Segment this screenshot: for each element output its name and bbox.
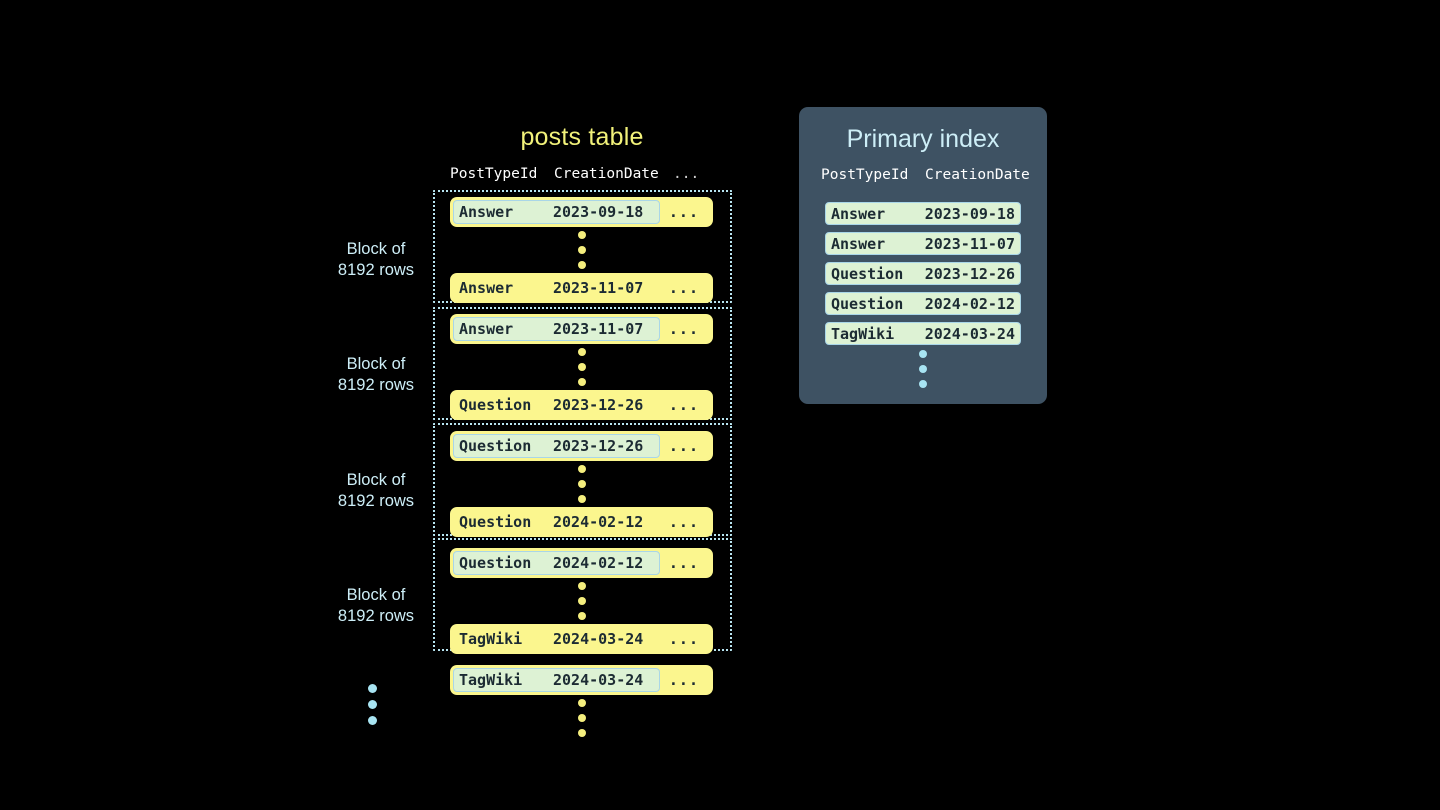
cell-posttypeid: Answer <box>459 320 514 338</box>
block-label-3-line2: 8192 rows <box>337 492 415 510</box>
index-row[interactable]: Question 2023-12-26 <box>825 262 1021 285</box>
cell-posttypeid: Question <box>459 513 532 531</box>
cell-more: ... <box>668 630 699 648</box>
block-label-4-line1: Block of <box>346 586 406 604</box>
block-label-2: Block of 8192 rows <box>301 354 451 396</box>
cell-creationdate: 2024-03-24 <box>553 630 644 648</box>
cell-creationdate: 2023-11-07 <box>553 320 644 338</box>
cell-posttypeid: Question <box>459 396 532 414</box>
primary-index-panel: Primary index PostTypeId CreationDate An… <box>799 107 1047 404</box>
block-label-1: Block of 8192 rows <box>301 239 451 281</box>
cell-posttypeid: Question <box>459 437 532 455</box>
table-row[interactable]: Question 2023-12-26 ... <box>450 431 713 461</box>
primary-index-column-headers: PostTypeId CreationDate <box>821 167 1031 183</box>
block-label-4: Block of 8192 rows <box>301 585 451 627</box>
cell-more: ... <box>668 203 699 221</box>
cell-posttypeid: Answer <box>831 204 886 223</box>
table-row[interactable]: Question 2023-12-26 ... <box>450 390 713 420</box>
cell-more: ... <box>668 320 699 338</box>
cell-creationdate: 2024-02-12 <box>553 554 644 572</box>
primary-index-title: Primary index <box>846 125 1000 153</box>
cell-posttypeid: Answer <box>831 234 886 253</box>
row-highlight-box: TagWiki 2024-03-24 <box>453 668 660 692</box>
cell-more: ... <box>668 437 699 455</box>
cell-posttypeid: Answer <box>459 279 514 297</box>
cell-creationdate: 2024-02-12 <box>924 294 1015 313</box>
block-label-2-line2: 8192 rows <box>337 376 415 394</box>
row-cells: Question 2024-02-12 <box>453 510 660 534</box>
table-row[interactable]: Answer 2023-11-07 ... <box>450 273 713 303</box>
cell-creationdate: 2024-02-12 <box>553 513 644 531</box>
posts-table-column-headers: PostTypeId CreationDate ... <box>450 166 712 182</box>
cell-more: ... <box>668 279 699 297</box>
cell-posttypeid: Question <box>831 294 904 313</box>
block-label-4-line2: 8192 rows <box>337 607 415 625</box>
row-highlight-box: Question 2024-02-12 <box>453 551 660 575</box>
cell-creationdate: 2023-12-26 <box>553 437 644 455</box>
cell-creationdate: 2023-11-07 <box>924 234 1015 253</box>
table-row[interactable]: Answer 2023-09-18 ... <box>450 197 713 227</box>
table-row[interactable]: TagWiki 2024-03-24 ... <box>450 665 713 695</box>
block-label-2-line1: Block of <box>346 355 406 373</box>
row-ellipsis-dots <box>450 344 713 390</box>
index-row[interactable]: TagWiki 2024-03-24 <box>825 322 1021 345</box>
posts-table-rows: Answer 2023-09-18 ... Answer 2023-11-07 … <box>450 197 713 741</box>
cell-creationdate: 2023-09-18 <box>924 204 1015 223</box>
cell-creationdate: 2023-12-26 <box>553 396 644 414</box>
column-header-posttypeid: PostTypeId <box>821 167 909 183</box>
cell-creationdate: 2023-09-18 <box>553 203 644 221</box>
block-label-3-line1: Block of <box>346 471 406 489</box>
cell-more: ... <box>668 554 699 572</box>
table-row[interactable]: Answer 2023-11-07 ... <box>450 314 713 344</box>
block-label-1-line1: Block of <box>346 240 406 258</box>
index-row[interactable]: Answer 2023-11-07 <box>825 232 1021 255</box>
table-row[interactable]: Question 2024-02-12 ... <box>450 507 713 537</box>
column-header-posttypeid: PostTypeId <box>450 166 538 182</box>
row-ellipsis-dots <box>450 578 713 624</box>
primary-index-rows: Answer 2023-09-18 Answer 2023-11-07 Ques… <box>825 202 1021 352</box>
index-ellipsis-dots <box>799 350 1047 388</box>
row-ellipsis-dots <box>450 461 713 507</box>
cell-creationdate: 2024-03-24 <box>553 671 644 689</box>
row-cells: TagWiki 2024-03-24 <box>453 627 660 651</box>
cell-posttypeid: TagWiki <box>459 630 523 648</box>
row-highlight-box: Answer 2023-09-18 <box>453 200 660 224</box>
row-ellipsis-dots <box>450 227 713 273</box>
row-highlight-box: Question 2023-12-26 <box>453 434 660 458</box>
column-header-more: ... <box>673 166 700 182</box>
cell-posttypeid: TagWiki <box>831 324 895 343</box>
column-header-creationdate: CreationDate <box>925 167 1030 183</box>
posts-table-title: posts table <box>520 123 644 151</box>
cell-posttypeid: TagWiki <box>459 671 523 689</box>
cell-more: ... <box>668 396 699 414</box>
row-highlight-box: Answer 2023-11-07 <box>453 317 660 341</box>
row-cells: Answer 2023-11-07 <box>453 276 660 300</box>
cell-posttypeid: Answer <box>459 203 514 221</box>
cell-creationdate: 2023-11-07 <box>553 279 644 297</box>
index-row[interactable]: Question 2024-02-12 <box>825 292 1021 315</box>
index-row[interactable]: Answer 2023-09-18 <box>825 202 1021 225</box>
table-ellipsis-dots <box>450 695 713 741</box>
column-header-creationdate: CreationDate <box>554 166 659 182</box>
cell-posttypeid: Question <box>831 264 904 283</box>
cell-creationdate: 2024-03-24 <box>924 324 1015 343</box>
blocks-ellipsis-dots <box>368 684 377 725</box>
table-row[interactable]: TagWiki 2024-03-24 ... <box>450 624 713 654</box>
block-label-1-line2: 8192 rows <box>337 261 415 279</box>
row-cells: Question 2023-12-26 <box>453 393 660 417</box>
table-row[interactable]: Question 2024-02-12 ... <box>450 548 713 578</box>
block-label-3: Block of 8192 rows <box>301 470 451 512</box>
cell-more: ... <box>668 513 699 531</box>
cell-creationdate: 2023-12-26 <box>924 264 1015 283</box>
cell-more: ... <box>668 671 699 689</box>
cell-posttypeid: Question <box>459 554 532 572</box>
